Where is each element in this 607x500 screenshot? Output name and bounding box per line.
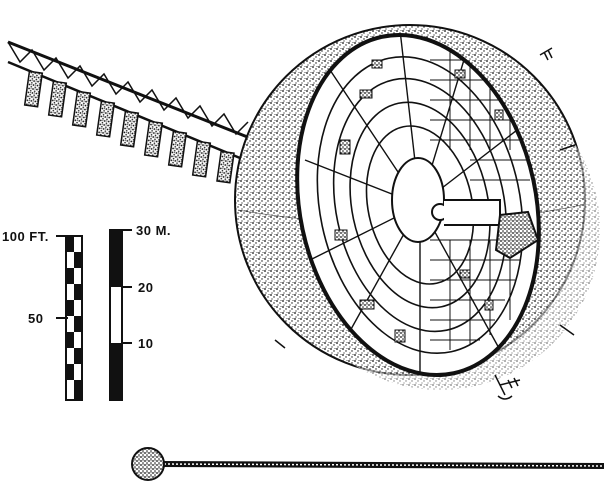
scale-bar-feet — [56, 235, 83, 401]
meters-10-label: 10 — [138, 336, 154, 351]
cutaway-section — [295, 29, 541, 380]
feet-checker — [66, 236, 82, 400]
meters-top-label: 30 M. — [136, 223, 172, 238]
meters-segment-0-10 — [110, 343, 122, 400]
scale-bar-meters — [109, 229, 132, 401]
probe-sphere — [131, 447, 165, 481]
tethered-probe — [131, 447, 605, 481]
central-core — [391, 157, 445, 243]
meters-segment-20-30 — [110, 230, 122, 287]
tether-cable — [159, 461, 605, 469]
truss-boom — [7, 40, 251, 184]
sphere — [234, 24, 600, 400]
docking-module — [494, 210, 540, 260]
edge-ticks — [274, 47, 576, 400]
feet-top-label: 100 FT. — [2, 229, 49, 244]
core-bar — [444, 199, 501, 226]
feet-mid-label: 50 — [28, 311, 44, 326]
truss-hanging-panels — [23, 70, 235, 184]
interior-details — [334, 59, 504, 343]
meters-20-label: 20 — [138, 280, 154, 295]
deck-rings — [316, 56, 524, 354]
truss-zigzag — [7, 41, 249, 136]
